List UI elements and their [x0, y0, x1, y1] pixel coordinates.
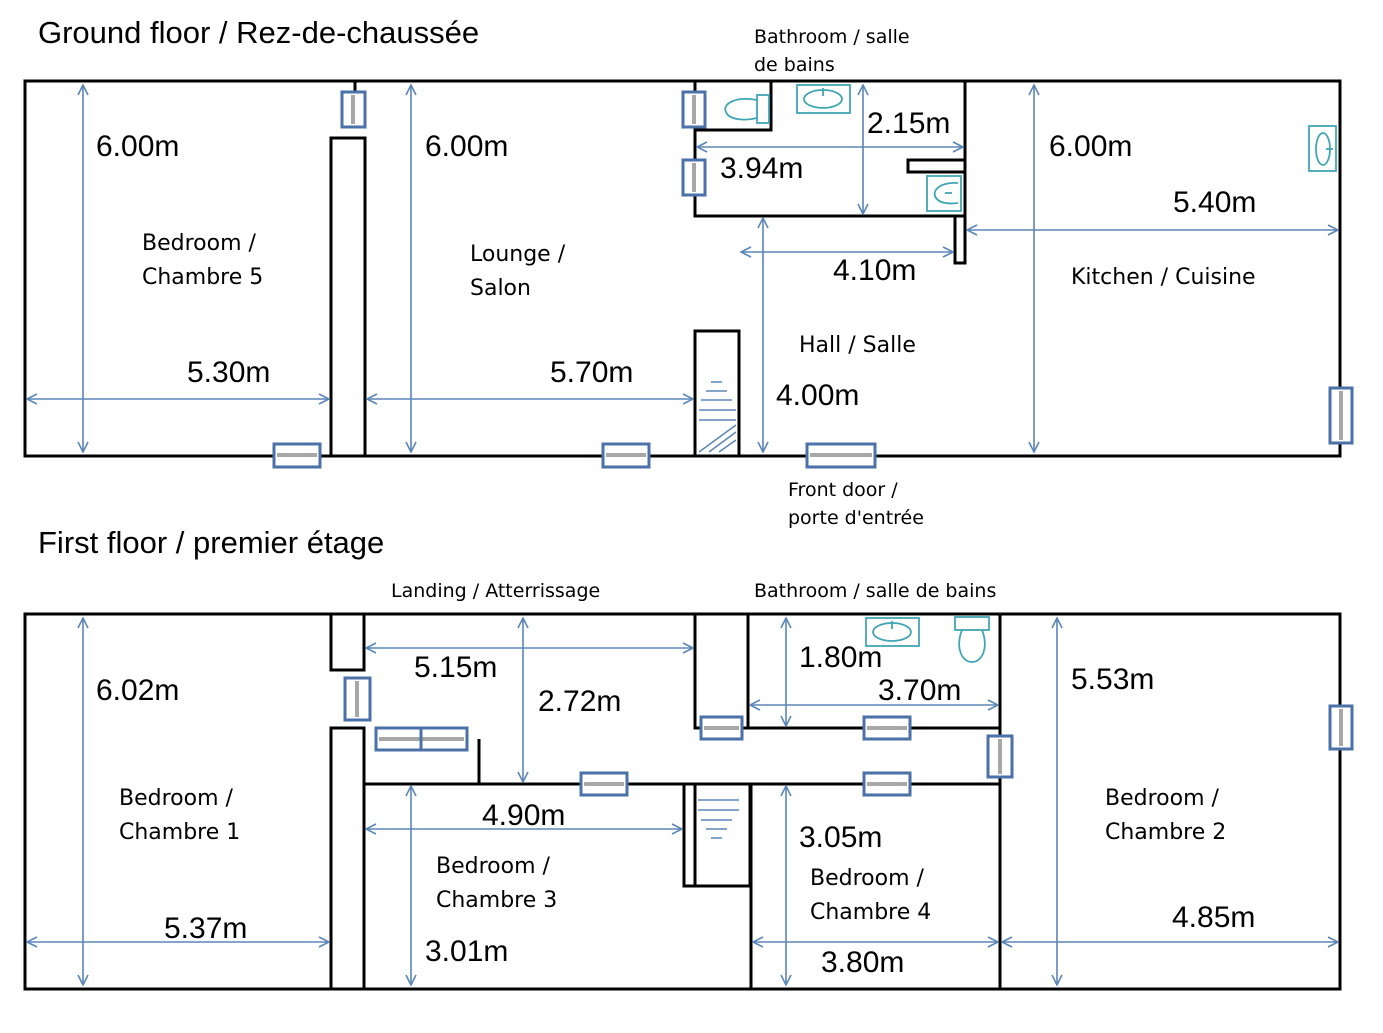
g-lounge-width: 5.70m	[550, 356, 633, 389]
hall-label: Hall / Salle	[799, 333, 916, 358]
first-window-4	[699, 715, 744, 741]
first-window-1	[343, 676, 372, 722]
g-bath-height: 2.15m	[867, 107, 950, 140]
ground-bathroom-label-2: de bains	[754, 54, 835, 76]
ground-stairs-icon	[698, 381, 737, 453]
kitchen-sink-icon	[1308, 125, 1337, 172]
g-bed5-width: 5.30m	[187, 356, 270, 389]
g-bed5-height: 6.00m	[96, 130, 179, 163]
f-bed3-height: 3.01m	[425, 935, 508, 968]
ground-kitchen-wall-end	[953, 214, 967, 265]
f-bed4-width: 3.80m	[821, 946, 904, 979]
bedroom-5-label-2: Chambre 5	[142, 265, 263, 290]
g-kitchen-height: 6.00m	[1049, 130, 1132, 163]
ground-bath-sink-icon	[796, 84, 851, 114]
ground-window-2	[681, 90, 707, 129]
lounge-label-1: Lounge /	[470, 242, 566, 267]
bedroom-3-label-1: Bedroom /	[436, 854, 550, 879]
bedroom-4-label-2: Chambre 4	[810, 900, 931, 925]
first-outer-wall	[23, 612, 1342, 991]
first-window-7	[986, 734, 1014, 779]
first-window-8	[1328, 704, 1354, 751]
f-bed1-width: 5.37m	[164, 912, 247, 945]
f-bed2-width: 4.85m	[1172, 901, 1255, 934]
first-floor-title: First floor / premier étage	[38, 525, 384, 560]
f-landing-width: 5.15m	[414, 651, 497, 684]
first-floor-walls	[23, 612, 1342, 991]
ground-bathroom-wall	[693, 81, 965, 218]
g-bath-width: 3.94m	[720, 152, 803, 185]
first-central-block	[693, 612, 750, 730]
lounge-label-2: Salon	[470, 276, 531, 301]
ground-floor-walls	[23, 79, 1342, 458]
landing-label: Landing / Atterrissage	[391, 580, 600, 602]
ground-window-5	[601, 442, 651, 469]
ground-stairwell	[693, 329, 741, 458]
bedroom-2-label-2: Chambre 2	[1105, 820, 1226, 845]
bedroom-5-label-1: Bedroom /	[142, 231, 256, 256]
bedroom-4-label-1: Bedroom /	[810, 866, 924, 891]
f-landing-height: 2.72m	[538, 685, 621, 718]
f-bath-height: 1.80m	[799, 641, 882, 674]
first-window-6	[862, 771, 912, 797]
g-kitchen-width: 5.40m	[1173, 186, 1256, 219]
f-bed1-height: 6.02m	[96, 674, 179, 707]
g-hall-height: 4.00m	[776, 379, 859, 412]
bedroom-1-label-2: Chambre 1	[119, 820, 240, 845]
f-bed2-height: 5.53m	[1071, 663, 1154, 696]
ground-wc-wall	[695, 81, 773, 132]
first-dimension-lines	[27, 618, 1338, 985]
ground-toilet-icon	[724, 94, 770, 124]
first-window-5	[862, 715, 912, 741]
first-toilet-icon	[954, 616, 990, 663]
ground-window-4	[272, 442, 322, 469]
front-door-label-1: Front door /	[788, 479, 898, 501]
ground-window-6	[1328, 386, 1354, 445]
first-bathroom-label: Bathroom / salle de bains	[754, 580, 996, 602]
ground-bathroom-label-1: Bathroom / salle	[754, 26, 910, 48]
bedroom-2-label-1: Bedroom /	[1105, 786, 1219, 811]
ground-window-3	[681, 158, 707, 197]
ground-shower-wall	[906, 158, 967, 174]
ground-dimension-lines	[27, 85, 1338, 452]
first-bath-sink-icon	[865, 617, 920, 647]
g-lounge-height: 6.00m	[425, 130, 508, 163]
first-partition-bottom	[329, 726, 366, 991]
bedroom-1-label-1: Bedroom /	[119, 786, 233, 811]
ground-floor-title: Ground floor / Rez-de-chaussée	[38, 15, 479, 50]
first-stairs-icon	[698, 799, 739, 839]
ground-outer-wall	[23, 79, 1342, 458]
kitchen-label: Kitchen / Cuisine	[1071, 265, 1256, 290]
bedroom-3-label-2: Chambre 3	[436, 888, 557, 913]
first-window-2	[374, 726, 469, 752]
front-door	[805, 442, 877, 469]
f-bath-width: 3.70m	[878, 674, 961, 707]
first-window-3	[579, 771, 629, 797]
f-bed3-width: 4.90m	[482, 799, 565, 832]
ground-window-1	[340, 90, 367, 129]
front-door-label-2: porte d'entrée	[788, 507, 924, 529]
g-hall-width: 4.10m	[833, 254, 916, 287]
first-partition-top	[329, 612, 366, 672]
f-bed4-height: 3.05m	[799, 821, 882, 854]
ground-shower-sink-icon	[926, 175, 962, 212]
ground-partition-wall	[329, 136, 367, 458]
